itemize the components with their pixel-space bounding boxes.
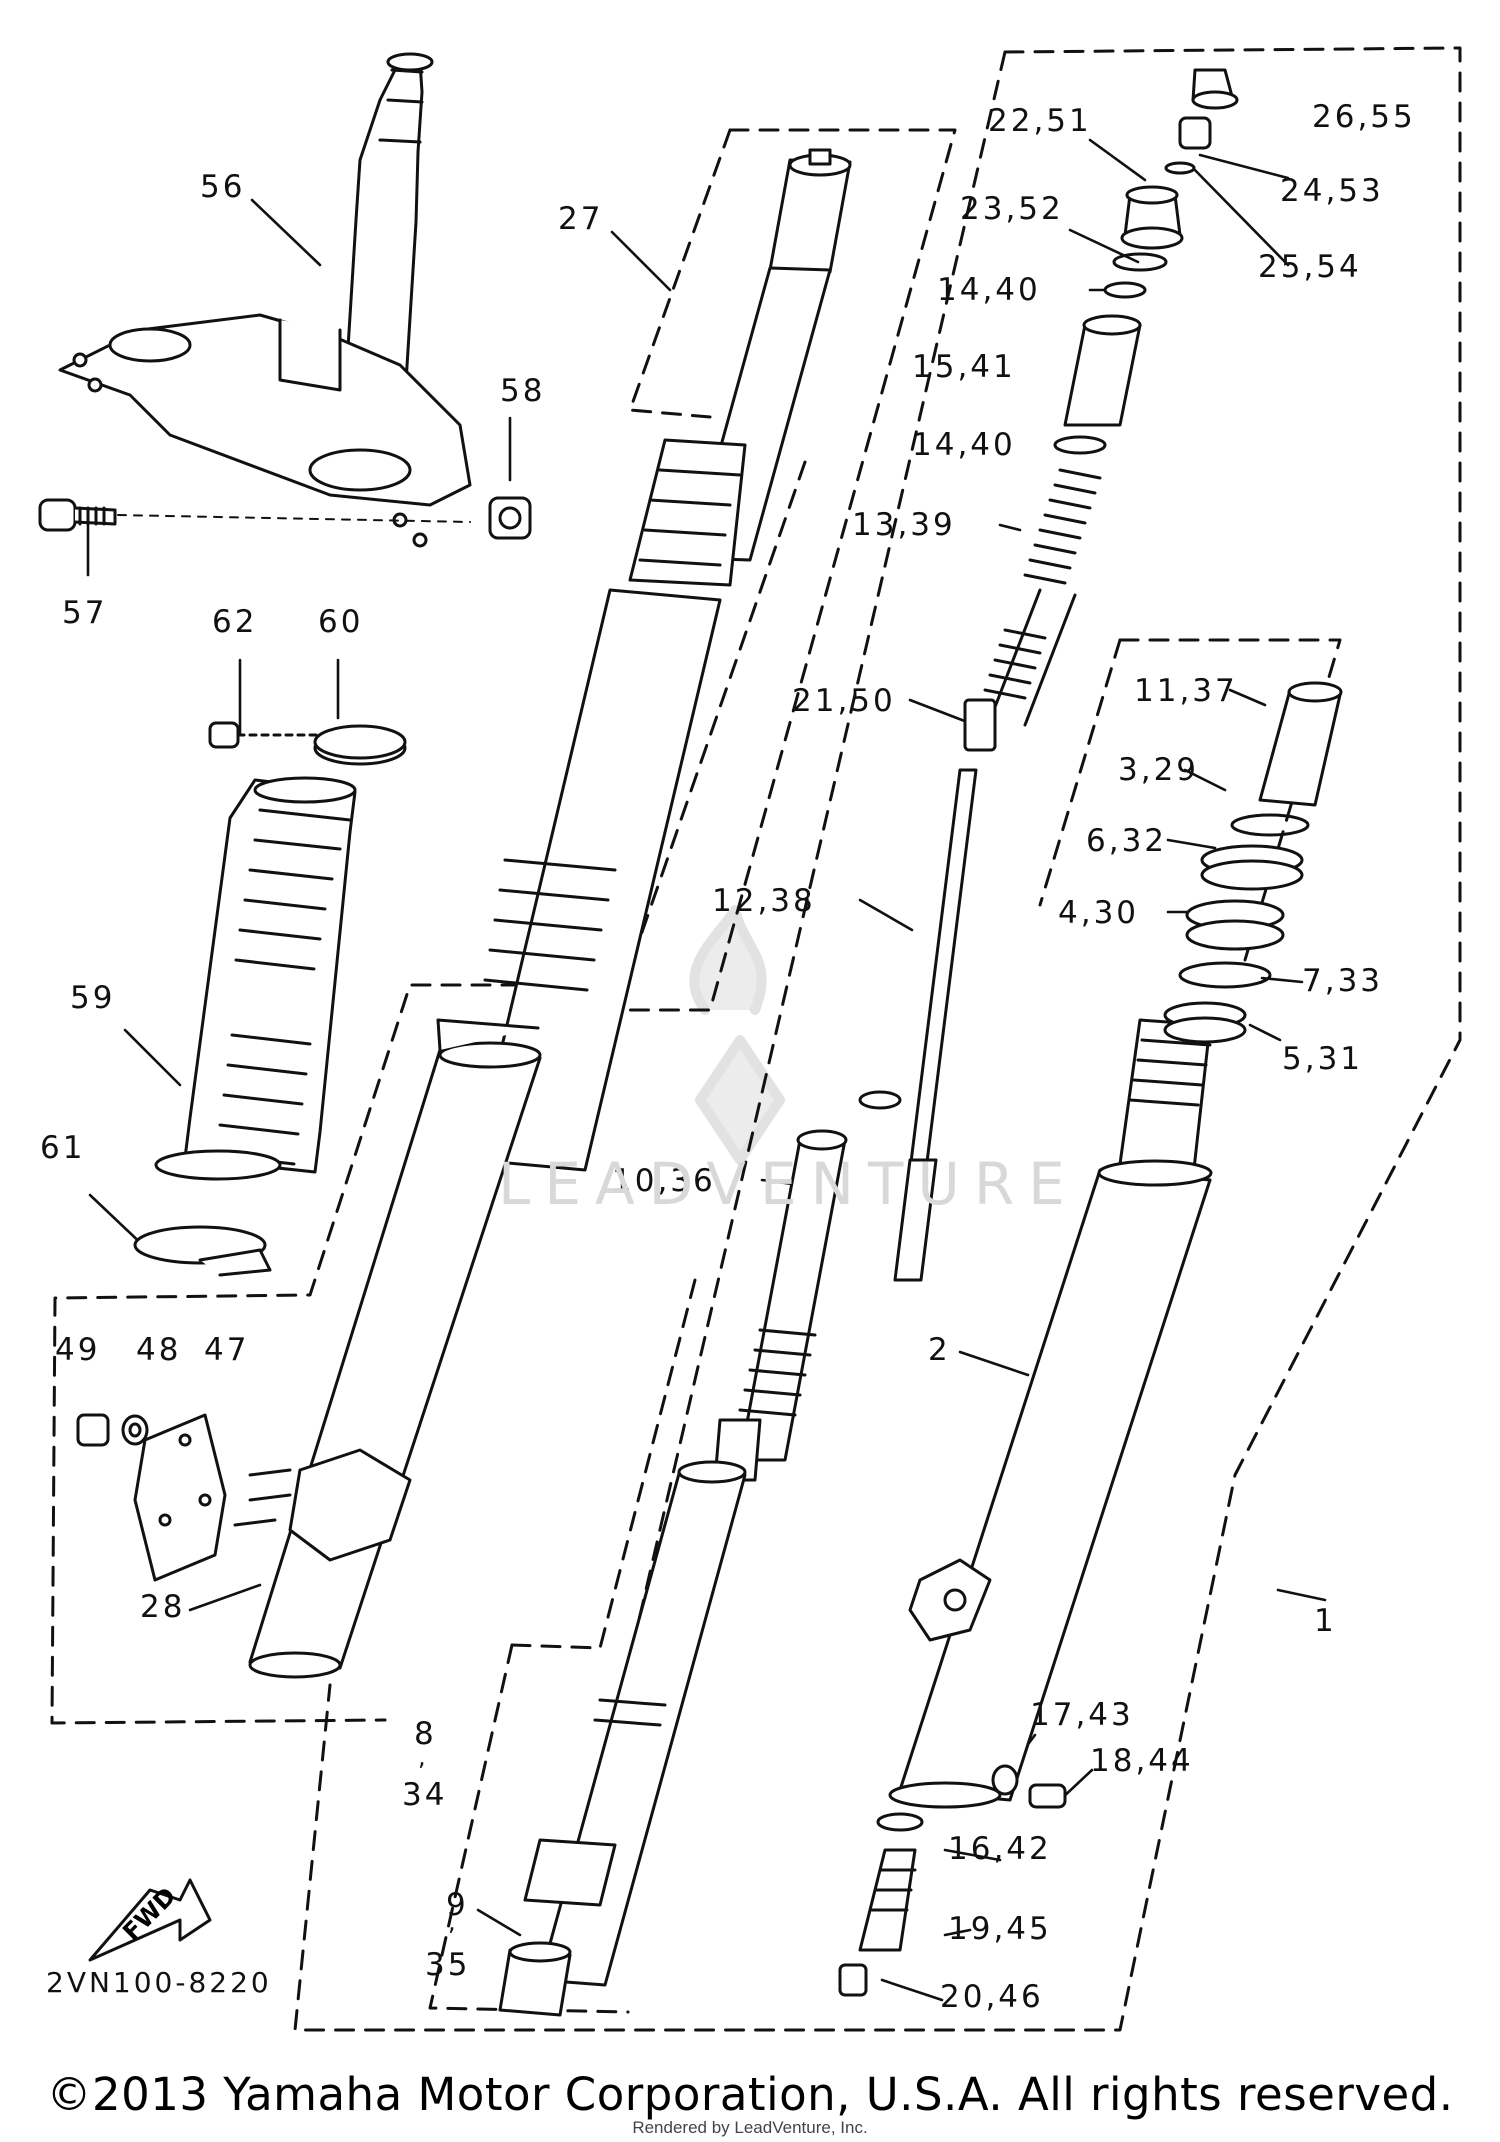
washer-14-upper bbox=[1103, 281, 1147, 299]
nut-58 bbox=[488, 496, 532, 540]
bolt-20 bbox=[838, 1963, 868, 1997]
damper-rod-12 bbox=[858, 768, 978, 1282]
callout-9-separator: , bbox=[448, 1908, 459, 1936]
gasket-16 bbox=[876, 1812, 924, 1832]
callout-10-36: 10,36 bbox=[612, 1163, 716, 1199]
callout-7-33: 7,33 bbox=[1302, 963, 1384, 999]
spacer-15 bbox=[1063, 314, 1142, 427]
callout-27: 27 bbox=[558, 201, 604, 237]
washer-5 bbox=[1163, 1001, 1247, 1044]
callout-23-52: 23,52 bbox=[960, 191, 1064, 227]
callout-62: 62 bbox=[212, 604, 258, 640]
upper-boot bbox=[473, 438, 747, 1172]
callout-14-40-lower: 14,40 bbox=[912, 427, 1016, 463]
rendered-by-notice: Rendered by LeadVenture, Inc. bbox=[632, 2118, 868, 2137]
washer-48 bbox=[121, 1414, 149, 1446]
nut-49 bbox=[76, 1413, 110, 1447]
callout-61: 61 bbox=[40, 1130, 86, 1166]
assembly-28-outline bbox=[50, 983, 522, 1725]
base-valve-19 bbox=[858, 1848, 917, 1952]
callout-18-44: 18,44 bbox=[1090, 1743, 1194, 1779]
callout-12-38: 12,38 bbox=[712, 883, 816, 919]
callout-15-41: 15,41 bbox=[912, 349, 1016, 385]
outer-tube-28 bbox=[233, 1018, 542, 1679]
callout-8-separator: , bbox=[418, 1743, 429, 1771]
fork-boot-59 bbox=[154, 776, 357, 1181]
callout-9: 9 bbox=[446, 1887, 469, 1923]
drawing-number: 2VN100-8220 bbox=[46, 1966, 272, 1999]
callout-58: 58 bbox=[500, 373, 546, 409]
callout-26-55: 26,55 bbox=[1312, 99, 1416, 135]
callout-34: 34 bbox=[402, 1777, 448, 1813]
callout-1: 1 bbox=[1314, 1603, 1337, 1639]
outer-tube-2 bbox=[888, 1018, 1213, 1809]
callout-22-51: 22,51 bbox=[988, 103, 1092, 139]
under-bracket bbox=[58, 313, 472, 548]
callout-11-37: 11,37 bbox=[1134, 673, 1238, 709]
callout-14-40-upper: 14,40 bbox=[937, 272, 1041, 308]
callout-4-30: 4,30 bbox=[1058, 895, 1140, 931]
assembly-11-outline bbox=[1118, 638, 1342, 962]
callout-8: 8 bbox=[414, 1716, 437, 1752]
oil-seal-4 bbox=[1185, 899, 1285, 951]
clamp-screw-62 bbox=[208, 721, 322, 749]
callout-6-32: 6,32 bbox=[1086, 823, 1168, 859]
adjuster-24 bbox=[1178, 116, 1212, 150]
callout-20-46: 20,46 bbox=[940, 1979, 1044, 2015]
callout-48: 48 bbox=[136, 1332, 182, 1368]
o-ring-25 bbox=[1164, 161, 1196, 175]
callout-57: 57 bbox=[62, 595, 108, 631]
axle-holder-47 bbox=[133, 1413, 227, 1582]
callout-60: 60 bbox=[318, 604, 364, 640]
assembly-8-outline bbox=[510, 1278, 697, 1650]
callout-2: 2 bbox=[928, 1332, 951, 1368]
dust-seal-6 bbox=[1200, 844, 1304, 891]
assembly-1-outline bbox=[293, 46, 1462, 2032]
callout-13-39: 13,39 bbox=[852, 507, 956, 543]
callout-19-45: 19,45 bbox=[948, 1911, 1052, 1947]
callout-16-42: 16,42 bbox=[948, 1831, 1052, 1867]
boot-clamp-61 bbox=[133, 1225, 272, 1277]
boot-clamp-60 bbox=[313, 724, 407, 766]
callout-21-50: 21,50 bbox=[792, 683, 896, 719]
cylinder-10 bbox=[713, 1129, 848, 1482]
callout-17-43: 17,43 bbox=[1030, 1697, 1134, 1733]
callout-28: 28 bbox=[140, 1589, 186, 1625]
callout-3-29: 3,29 bbox=[1118, 752, 1200, 788]
fork-spring-13 bbox=[983, 468, 1102, 727]
nut-21 bbox=[963, 698, 997, 752]
callout-47: 47 bbox=[204, 1332, 250, 1368]
copyright-notice: ©2013 Yamaha Motor Corporation, U.S.A. A… bbox=[46, 2068, 1454, 2121]
fwd-arrow-icon bbox=[88, 1878, 212, 1962]
cap-bolt-26 bbox=[1191, 68, 1239, 110]
clip-7 bbox=[1178, 961, 1272, 989]
callout-24-53: 24,53 bbox=[1280, 173, 1384, 209]
watermark-text: LEADVENTURE bbox=[498, 1150, 1079, 1218]
seal-9 bbox=[498, 1941, 572, 2017]
callout-49: 49 bbox=[55, 1332, 101, 1368]
callout-25-54: 25,54 bbox=[1258, 249, 1362, 285]
washer-14-lower bbox=[1053, 435, 1107, 455]
clip-3 bbox=[1230, 813, 1310, 837]
damper-seat-8 bbox=[523, 1460, 747, 1987]
callout-59: 59 bbox=[70, 980, 116, 1016]
callout-56: 56 bbox=[200, 169, 246, 205]
o-ring-23 bbox=[1112, 252, 1168, 272]
bushing-11 bbox=[1258, 681, 1343, 807]
callout-35: 35 bbox=[425, 1947, 471, 1983]
drain-parts-17-18 bbox=[991, 1764, 1067, 1809]
watermark-logo bbox=[689, 905, 785, 1165]
pinch-bolt-57 bbox=[38, 498, 117, 532]
cap-22 bbox=[1120, 185, 1184, 250]
steering-stem-56 bbox=[344, 52, 434, 384]
callout-5-31: 5,31 bbox=[1282, 1041, 1364, 1077]
